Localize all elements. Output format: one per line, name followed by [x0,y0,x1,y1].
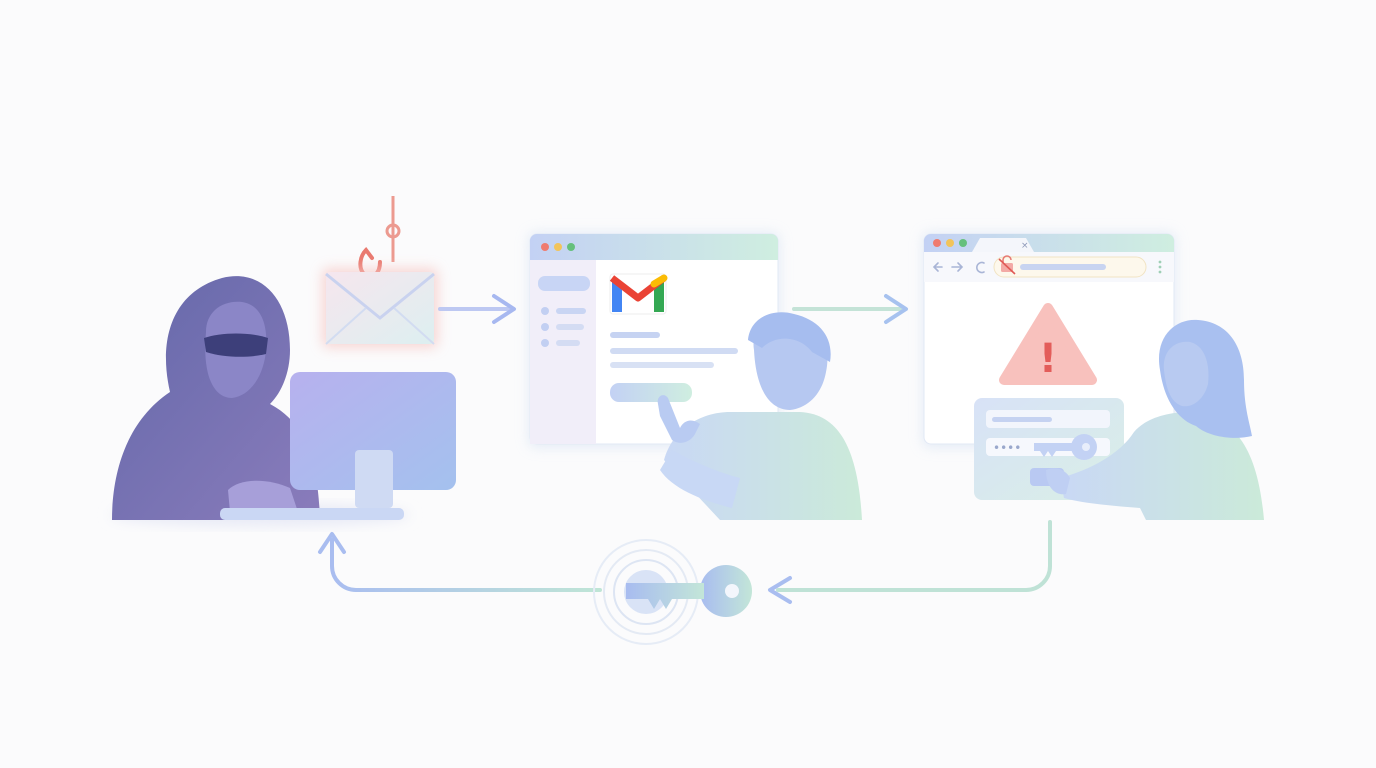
key-icon [1034,434,1097,460]
hooded-hacker-icon [112,276,320,520]
browser-tab [972,238,1034,252]
forward-arrow-icon [951,262,964,272]
phishing-email [322,196,438,348]
attacker-monitor [220,372,456,520]
back-arrow-icon [932,262,943,272]
attacker-figure [110,276,410,527]
warning-triangle-icon: ! [999,303,1097,385]
envelope-icon [326,272,434,344]
phishing-link-button [610,383,692,402]
victim-woman-figure [1046,319,1264,520]
gmail-logo-icon [609,273,668,315]
victim-man-figure [657,312,862,520]
fake-login-browser: × ! [922,232,1176,448]
broken-lock-icon [998,255,1016,275]
return-arrow-loop [318,520,1052,604]
key-icon [626,565,752,617]
flow-arrow-inbox-to-login [792,294,908,324]
flow-arrow-email-to-inbox [438,294,516,324]
stolen-credential [593,539,752,645]
svg-text:!: ! [1039,336,1057,382]
svg-text:••••: •••• [993,441,1021,455]
tab-close-icon: × [1021,241,1029,251]
pointing-hand-icon [657,395,700,443]
reload-icon [976,261,985,274]
